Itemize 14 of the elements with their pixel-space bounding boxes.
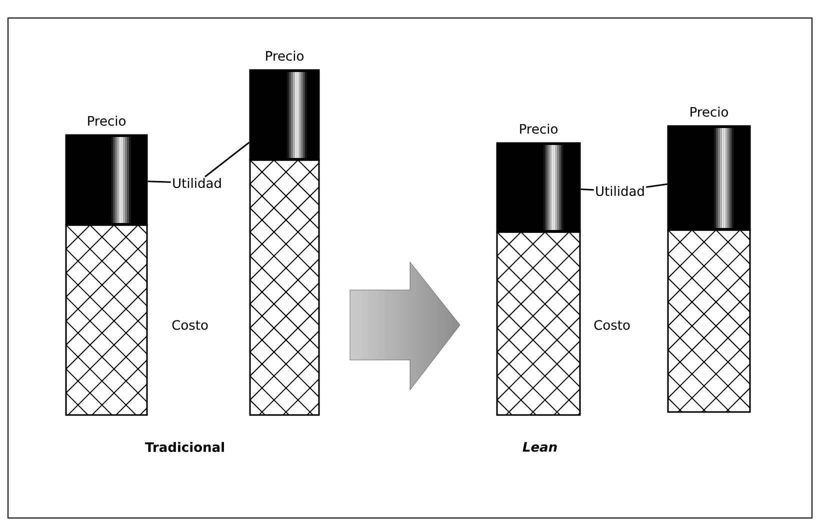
price-label: Precio xyxy=(690,106,728,117)
utility-label: Utilidad xyxy=(173,178,221,188)
utility-label: Utilidad xyxy=(596,186,644,196)
leader-line xyxy=(646,183,668,188)
price-label: Precio xyxy=(520,124,558,134)
price-label: Precio xyxy=(266,50,304,61)
leader-line xyxy=(204,142,250,178)
price-label: Precio xyxy=(88,116,126,126)
bar-label: Costo xyxy=(594,320,630,330)
bar-label: Tradicional xyxy=(145,442,224,452)
leader-line xyxy=(148,180,171,183)
bar-label: Lean xyxy=(522,442,557,452)
bar-label: Costo xyxy=(172,320,208,330)
leader-line xyxy=(580,188,594,191)
